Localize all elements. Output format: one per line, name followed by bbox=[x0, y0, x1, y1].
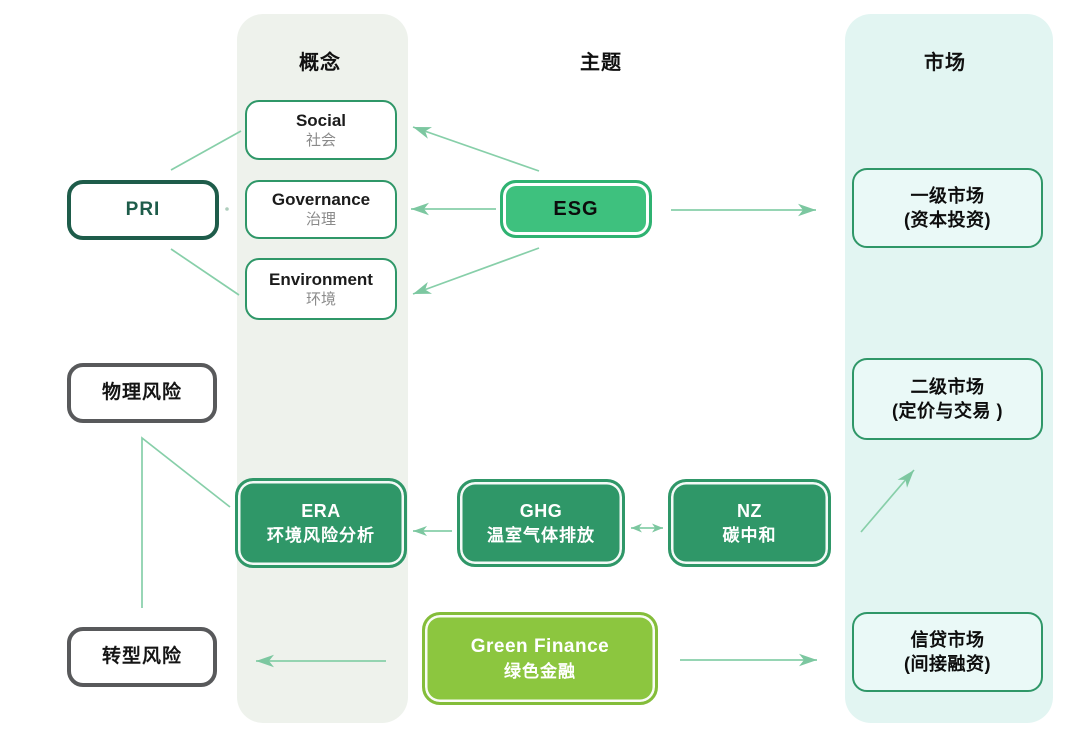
environment-subtitle: 环境 bbox=[305, 290, 336, 308]
environment-box: Environment 环境 bbox=[245, 258, 397, 320]
primary-market-subtitle: (资本投资) bbox=[904, 210, 991, 230]
arrow-esg-to-primary-market bbox=[671, 203, 816, 217]
ghg-title: GHG bbox=[519, 501, 563, 522]
ghg-subtitle: 温室气体排放 bbox=[487, 525, 595, 545]
arrow-esg-to-social bbox=[412, 126, 540, 172]
credit-market-box: 信贷市场 (间接融资) bbox=[852, 612, 1043, 692]
nz-subtitle: 碳中和 bbox=[722, 525, 777, 545]
transition-risk-label: 转型风险 bbox=[101, 646, 182, 668]
pri-governance-connector-dot bbox=[225, 207, 229, 211]
primary-market-box: 一级市场 (资本投资) bbox=[852, 168, 1043, 248]
esg-box: ESG bbox=[500, 180, 652, 238]
secondary-market-subtitle: (定价与交易 ) bbox=[892, 401, 1003, 421]
secondary-market-box: 二级市场 (定价与交易 ) bbox=[852, 358, 1043, 440]
era-title: ERA bbox=[301, 501, 341, 522]
transition-risk-box: 转型风险 bbox=[67, 627, 217, 687]
governance-title: Governance bbox=[271, 190, 371, 209]
green-finance-title: Green Finance bbox=[470, 636, 610, 657]
line-pri-to-environment bbox=[170, 248, 240, 296]
arrow-nz-to-secondary-market bbox=[860, 469, 915, 533]
line-pri-to-social bbox=[170, 130, 242, 171]
concepts-column-header: 概念 bbox=[299, 52, 341, 74]
arrow-ghg-nz-bidirectional bbox=[631, 523, 663, 533]
ghg-box: GHG 温室气体排放 bbox=[457, 479, 625, 567]
pri-label: PRI bbox=[125, 199, 161, 221]
primary-market-title: 一级市场 bbox=[910, 185, 985, 206]
era-subtitle: 环境风险分析 bbox=[267, 525, 375, 545]
arrow-esg-to-governance bbox=[411, 202, 496, 216]
era-box: ERA 环境风险分析 bbox=[235, 478, 407, 568]
arrow-ghg-to-era bbox=[413, 526, 452, 536]
governance-subtitle: 治理 bbox=[305, 211, 336, 229]
arrow-green-finance-to-credit-market bbox=[680, 653, 817, 667]
esg-label: ESG bbox=[553, 197, 599, 220]
line-era-to-risks bbox=[141, 436, 231, 608]
arrow-esg-to-environment bbox=[412, 247, 540, 295]
physical-risk-box: 物理风险 bbox=[67, 363, 217, 423]
social-title: Social bbox=[295, 110, 347, 130]
governance-box: Governance 治理 bbox=[245, 180, 397, 239]
green-finance-box: Green Finance 绿色金融 bbox=[422, 612, 658, 705]
physical-risk-label: 物理风险 bbox=[101, 382, 182, 404]
nz-title: NZ bbox=[737, 501, 762, 522]
environment-title: Environment bbox=[269, 269, 373, 289]
social-subtitle: 社会 bbox=[305, 131, 336, 149]
arrow-green-finance-to-transition-risk bbox=[256, 654, 386, 668]
markets-column-header: 市场 bbox=[924, 52, 966, 74]
themes-column-header: 主题 bbox=[580, 52, 622, 74]
green-finance-subtitle: 绿色金融 bbox=[504, 661, 576, 681]
pri-box: PRI bbox=[67, 180, 219, 240]
social-box: Social 社会 bbox=[245, 100, 397, 160]
nz-box: NZ 碳中和 bbox=[668, 479, 831, 567]
credit-market-subtitle: (间接融资) bbox=[904, 654, 991, 674]
credit-market-title: 信贷市场 bbox=[910, 629, 985, 650]
secondary-market-title: 二级市场 bbox=[910, 376, 985, 397]
